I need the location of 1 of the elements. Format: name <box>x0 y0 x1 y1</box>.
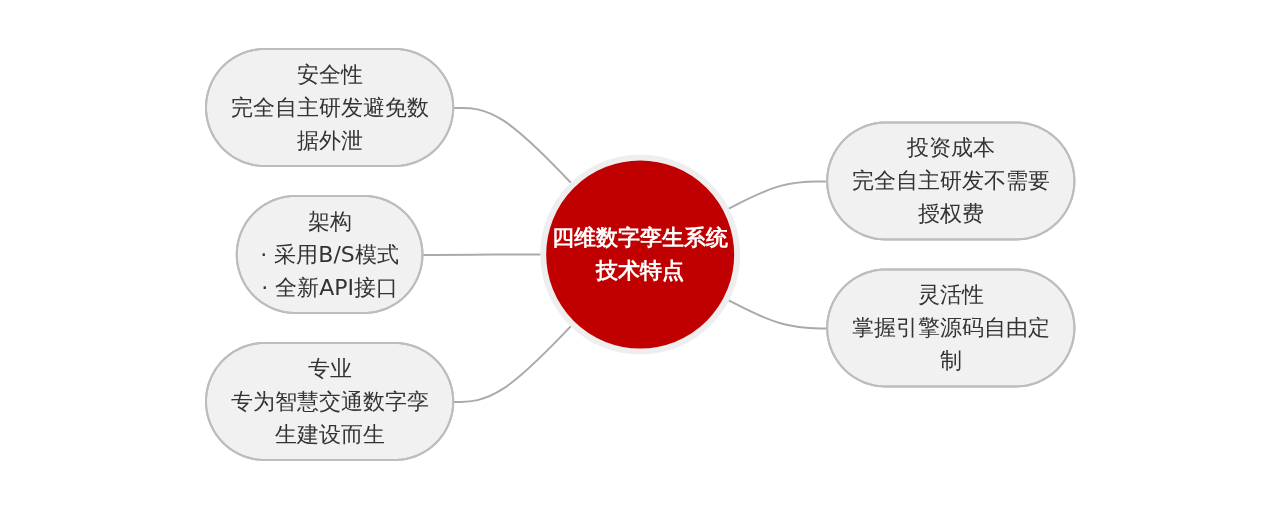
node-circle: 四维数字孪生系统 技术特点 <box>540 154 740 354</box>
